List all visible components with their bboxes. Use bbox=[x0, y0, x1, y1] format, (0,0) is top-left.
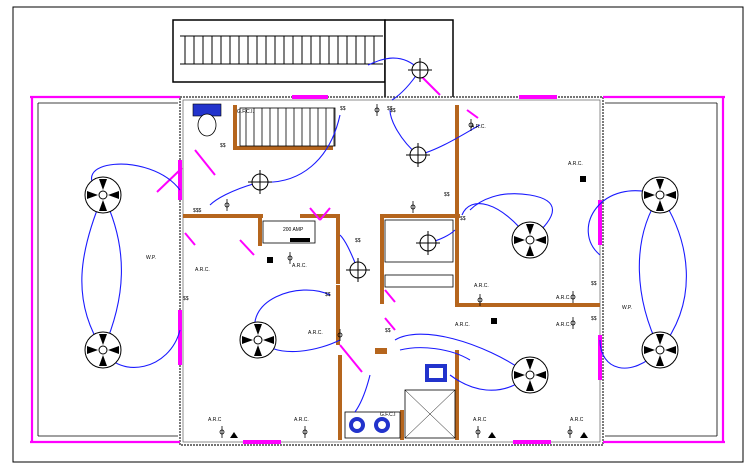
label-arc-top-mid: A.R.C. bbox=[471, 124, 486, 130]
switch-ss-6: $$ bbox=[183, 296, 189, 302]
porch-left bbox=[30, 95, 180, 444]
light-fixture-icon bbox=[408, 58, 432, 82]
ceiling-fan-icon bbox=[239, 321, 277, 359]
windows bbox=[178, 95, 602, 444]
label-arc-mid-right: A.R.C. bbox=[474, 283, 489, 289]
switch-ss-12: $$ bbox=[390, 108, 396, 114]
label-gfci-top: G.F.C.I. bbox=[237, 109, 254, 115]
switch-ss-10: $$ bbox=[385, 328, 391, 334]
switch-ss-7: $$ bbox=[325, 292, 331, 298]
outlet-symbols bbox=[219, 104, 576, 438]
switch-ss-8: $$ bbox=[591, 281, 597, 287]
label-arc-right-low: A.R.C. bbox=[556, 322, 571, 328]
floor-outlets bbox=[230, 432, 588, 438]
light-fixture-icon bbox=[406, 143, 430, 167]
label-arc-right-mid: A.R.C. bbox=[556, 295, 571, 301]
switch-sss-1: $$$ bbox=[193, 208, 202, 214]
label-gfci-bottom: G.F.C.I bbox=[380, 412, 396, 418]
ceiling-fan-icon bbox=[84, 176, 122, 214]
interior-walls bbox=[183, 105, 600, 440]
wiring bbox=[81, 57, 687, 413]
kitchen-counter bbox=[384, 219, 454, 263]
label-arc-right-top: A.R.C. bbox=[568, 161, 583, 167]
ceiling-fan-icon bbox=[511, 221, 549, 259]
switch-ss-5: $$ bbox=[355, 238, 361, 244]
label-arc-bottom-1: A.R.C bbox=[208, 417, 222, 423]
drawing-border bbox=[12, 6, 744, 463]
staircase-upper bbox=[172, 19, 386, 83]
label-arc-bottom-3: A.R.C bbox=[473, 417, 487, 423]
ceiling-fan-icon bbox=[511, 356, 549, 394]
light-fixture-icon bbox=[346, 258, 370, 282]
toilet-fixture bbox=[192, 103, 222, 137]
switch-ss-1: $$ bbox=[340, 106, 346, 112]
label-wp-right: W.P. bbox=[622, 305, 632, 311]
label-arc-bottom-2: A.R.C. bbox=[294, 417, 309, 423]
label-wp-left: W.P. bbox=[146, 255, 156, 261]
electrical-panel bbox=[262, 220, 316, 244]
junction-boxes bbox=[267, 176, 586, 324]
sink-fixtures bbox=[344, 364, 447, 439]
light-fixture-icon bbox=[416, 231, 440, 255]
ceiling-fan-icon bbox=[641, 176, 679, 214]
switch-ss-3: $$ bbox=[444, 192, 450, 198]
label-arc-center: A.R.C. bbox=[308, 330, 323, 336]
switch-ss-9: $$ bbox=[591, 316, 597, 322]
label-arc-panel: A.R.C. bbox=[292, 263, 307, 269]
light-fixture-icon bbox=[248, 170, 272, 194]
labels: G.F.C.I. A.R.C. A.R.C. 200 AMP W.P. A.R.… bbox=[146, 106, 632, 423]
switch-ss-2: $$ bbox=[387, 106, 393, 112]
ceiling-fan-icon bbox=[641, 331, 679, 369]
switch-ss-11: $$ bbox=[220, 143, 226, 149]
porch-right bbox=[603, 95, 725, 444]
ceiling-fan-icon bbox=[84, 331, 122, 369]
label-amp-panel: 200 AMP bbox=[283, 227, 304, 233]
staircase-lower bbox=[239, 107, 336, 147]
entry-room bbox=[384, 19, 454, 103]
label-arc-center-low: A.R.C. bbox=[455, 322, 470, 328]
label-arc-left: A.R.C. bbox=[195, 267, 210, 273]
label-arc-bottom-4: A.R.C bbox=[570, 417, 584, 423]
switch-ss-4: $$ bbox=[460, 216, 466, 222]
